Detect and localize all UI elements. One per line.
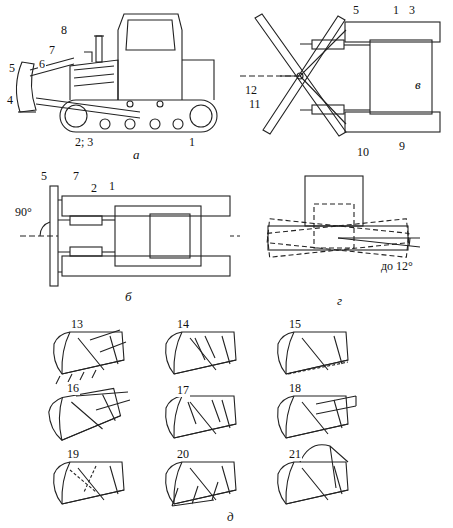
- callout-number: 5: [352, 4, 360, 17]
- callout-number: 19: [66, 448, 80, 461]
- callout-number: 1: [188, 136, 196, 149]
- panel-letter: д: [226, 510, 235, 523]
- tilted-blade-view: [267, 176, 420, 257]
- blade-variants: [46, 330, 356, 506]
- callout-number: 8: [60, 24, 68, 37]
- callout-number: 3: [408, 4, 416, 17]
- panel-letter: в: [414, 78, 422, 91]
- callout-number: 6: [38, 58, 46, 71]
- panel-letter: г: [336, 294, 343, 307]
- callout-number: 9: [398, 140, 406, 153]
- callout-number: 18: [288, 382, 302, 395]
- callout-number: до 12°: [380, 260, 414, 273]
- callout-number: 12: [244, 84, 258, 97]
- callout-number: 1: [392, 4, 400, 17]
- callout-number: 4: [6, 94, 14, 107]
- angled-blade-view: [240, 14, 440, 136]
- callout-number: 17: [176, 384, 190, 397]
- callout-number: 15: [288, 318, 302, 331]
- callout-number: 11: [248, 98, 262, 111]
- callout-number: 7: [72, 170, 80, 183]
- callout-number: 21: [288, 448, 302, 461]
- callout-number: 13: [70, 318, 84, 331]
- callout-number: 20: [176, 448, 190, 461]
- callout-number: 5: [8, 62, 16, 75]
- callout-number: 10: [356, 146, 370, 159]
- callout-number: 2; 3: [74, 136, 94, 149]
- callout-number: 5: [40, 170, 48, 183]
- top-view: [20, 186, 240, 286]
- callout-number: 16: [66, 382, 80, 395]
- panel-letter: б: [124, 290, 133, 303]
- callout-number: 14: [176, 318, 190, 331]
- callout-number: 2: [90, 182, 98, 195]
- side-view: [16, 14, 217, 132]
- callout-number: 7: [48, 44, 56, 57]
- callout-number: 90°: [14, 206, 33, 219]
- callout-number: 1: [108, 180, 116, 193]
- panel-letter: а: [132, 148, 141, 161]
